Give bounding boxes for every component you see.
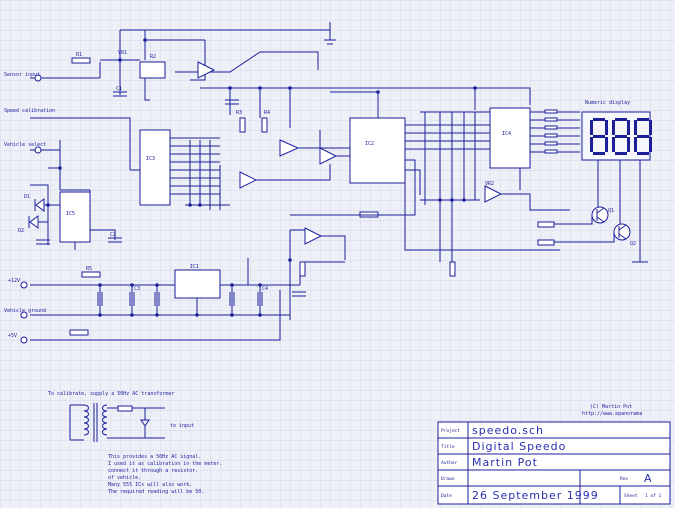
- label-plus5v: +5V: [8, 333, 17, 339]
- label-display: Numeric display: [585, 100, 630, 106]
- transistors: [501, 168, 648, 263]
- ic2-counter: [349, 117, 406, 184]
- tb-sheet: 1 of 1: [645, 493, 662, 499]
- diodes: [28, 198, 45, 229]
- calibration-header: To calibrate, supply a 50Hz AC transform…: [48, 391, 174, 397]
- label-speed-calibration: Speed calibration: [4, 108, 55, 114]
- label-ic3: IC3: [146, 156, 155, 162]
- junctions: [46, 38, 477, 317]
- label-sensor-input: Sensor input: [4, 72, 40, 78]
- label-vehicle-ground: Vehicle ground: [4, 308, 46, 314]
- label-r2: R2: [150, 54, 156, 60]
- label-c4: C4: [262, 286, 268, 292]
- label-d1: D1: [24, 194, 30, 200]
- resistor-r3: [239, 117, 246, 133]
- title-block: Project speedo.sch Title Digital Speedo …: [437, 421, 671, 505]
- tb-date-label: Date: [441, 493, 452, 499]
- label-plus12v: +12V: [8, 278, 20, 284]
- regulator-section: [30, 175, 560, 341]
- tb-project-label: Project: [441, 428, 460, 434]
- label-r5: R5: [86, 266, 92, 272]
- display-wires: [530, 109, 580, 154]
- label-vr1: VR1: [118, 50, 127, 56]
- tb-rev: A: [644, 472, 653, 485]
- resistor-r1: [71, 57, 91, 64]
- copyright-line-1: (C) Martin Pot: [590, 404, 632, 410]
- resistor-r6: [69, 329, 89, 336]
- label-vehicle-select: Vehicle select: [4, 142, 46, 148]
- label-q2: Q2: [630, 241, 636, 247]
- calibration-to-input: to input: [170, 423, 194, 429]
- resistor-r9: [537, 239, 555, 246]
- input-connectors: [20, 74, 42, 344]
- label-ic2: IC2: [365, 141, 374, 147]
- tb-drawn-label: Drawn: [441, 476, 455, 482]
- capacitors: [36, 91, 306, 306]
- transistor-q1: [591, 206, 609, 224]
- note-line-4: of vehicle.: [108, 475, 141, 481]
- tb-date: 26 September 1999: [472, 489, 599, 502]
- ground-terminal: [20, 311, 28, 319]
- sensor-input-jack: [34, 74, 42, 82]
- copyright-line-2: http://www.epanorama: [582, 411, 642, 417]
- notes: This provides a 50Hz AC signal. I used i…: [108, 454, 222, 495]
- label-ic1: IC1: [190, 264, 199, 270]
- note-line-2: I used it as calibration in the meter.: [108, 461, 222, 467]
- note-line-5: Many 555 ICs will also work.: [108, 482, 192, 488]
- ic4-decoder: [489, 107, 531, 169]
- ic1-regulator: [174, 269, 221, 299]
- resistor-r8: [537, 221, 555, 228]
- note-line-1: This provides a 50Hz AC signal.: [108, 454, 201, 460]
- tb-author-label: Author: [441, 460, 458, 466]
- tb-title: Digital Speedo: [472, 440, 566, 453]
- resistor-r12: [117, 405, 133, 412]
- tb-project: speedo.sch: [472, 424, 544, 437]
- calibration-circuit: To calibrate, supply a 50Hz AC transform…: [48, 391, 194, 442]
- gate-top: [139, 61, 166, 79]
- label-r1: R1: [76, 52, 82, 58]
- label-r3: R3: [236, 110, 242, 116]
- note-line-3: connect it through a resistor.: [108, 468, 198, 474]
- plus5v-terminal: [20, 336, 28, 344]
- integrated-circuits: [59, 61, 531, 299]
- tb-rev-label: Rev: [620, 476, 628, 482]
- label-ic4: IC4: [502, 131, 511, 137]
- resistor-r11: [449, 261, 456, 277]
- counter-bus: [170, 137, 350, 210]
- label-c1: C1: [116, 86, 122, 92]
- label-c2: C2: [110, 232, 116, 238]
- label-ic5: IC5: [66, 211, 75, 217]
- ic5-timer: [59, 191, 91, 243]
- ic3-counter: [139, 129, 171, 206]
- gates: [197, 61, 503, 245]
- decoder-bus: [360, 111, 490, 216]
- tb-author: Martin Pot: [472, 456, 538, 469]
- label-vr2: VR2: [485, 181, 494, 187]
- resistor-r10: [299, 261, 306, 277]
- tb-title-label: Title: [441, 444, 455, 450]
- tb-sheet-label: Sheet: [624, 493, 638, 499]
- label-q1: Q1: [608, 208, 614, 214]
- transistor-q2: [613, 223, 631, 241]
- vehicle-select-jack: [34, 146, 42, 154]
- resistor-r5: [81, 271, 101, 278]
- note-line-6: The required reading will be 50.: [108, 489, 204, 495]
- copyright: (C) Martin Pot http://www.epanorama: [582, 404, 642, 417]
- plus12v-terminal: [20, 281, 28, 289]
- label-d2: D2: [18, 228, 24, 234]
- label-r4: R4: [264, 110, 270, 116]
- seven-segment-display: [581, 111, 652, 240]
- component-labels: Sensor input Speed calibration Vehicle s…: [4, 50, 636, 339]
- resistor-r4: [261, 117, 268, 133]
- label-c3: C3: [134, 286, 140, 292]
